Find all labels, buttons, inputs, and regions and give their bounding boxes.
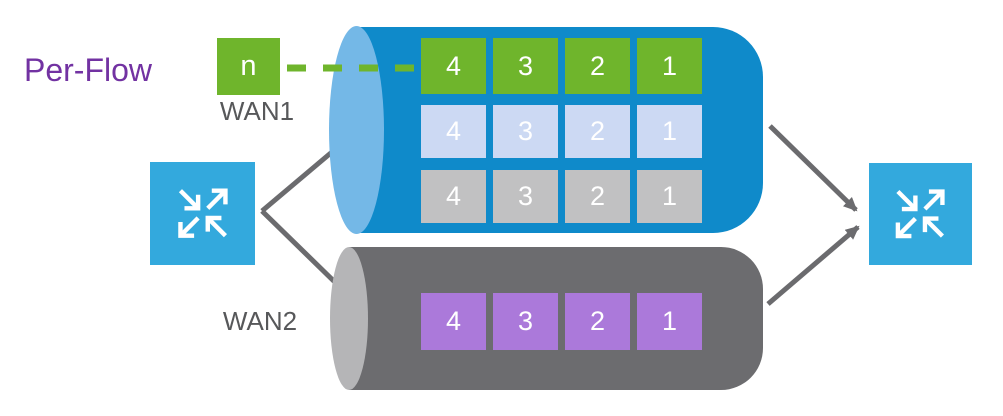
arrow-wan1-to-right-node (768, 124, 858, 212)
packet-box: 2 (565, 105, 630, 158)
right-edge-node (869, 163, 972, 265)
expand-arrows-icon (896, 189, 945, 239)
packet-box: 2 (565, 293, 630, 350)
wan1-pipe-cap (329, 26, 384, 234)
packet-box: 3 (493, 38, 558, 94)
wan1-label: WAN1 (219, 96, 295, 126)
connector-left-to-wan2 (260, 209, 347, 294)
packet-box: 2 (565, 170, 630, 223)
wan2-label: WAN2 (222, 306, 298, 336)
packet-box: 1 (637, 293, 702, 350)
packet-box: 4 (421, 38, 486, 94)
expand-arrows-icon (177, 188, 228, 239)
packet-box: 3 (493, 170, 558, 223)
diagram-title: Per-Flow (24, 52, 153, 88)
packet-box: 4 (421, 170, 486, 223)
packet-box: 4 (421, 293, 486, 350)
packet-box: 3 (493, 293, 558, 350)
flow-n-badge: n (217, 38, 280, 95)
packet-box: 1 (637, 170, 702, 223)
left-edge-node (150, 162, 255, 265)
arrow-wan2-to-right-node (766, 225, 860, 306)
packet-box: 1 (637, 38, 702, 94)
wan2-pipe-cap (330, 247, 368, 390)
packet-box: 2 (565, 38, 630, 94)
packet-box: 4 (421, 105, 486, 158)
packet-box: 1 (637, 105, 702, 158)
packet-box: 3 (493, 105, 558, 158)
flow-n-label: n (240, 50, 257, 82)
